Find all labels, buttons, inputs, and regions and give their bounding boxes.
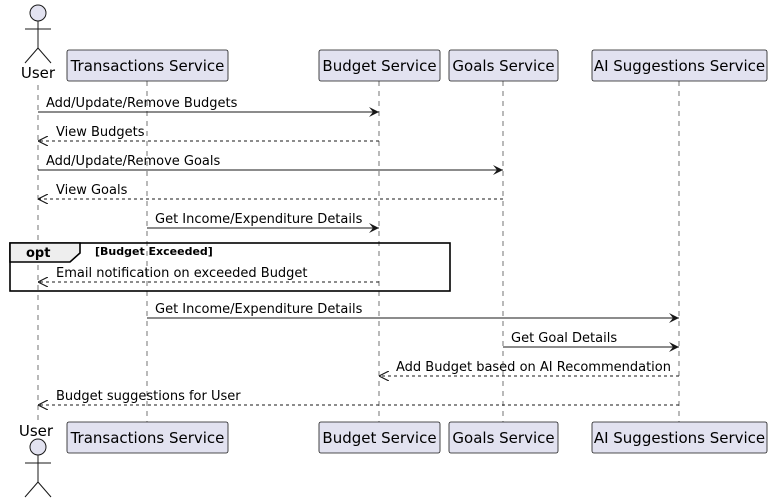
message-label: Add/Update/Remove Goals: [46, 154, 221, 169]
participant-goals-service-bottom: Goals Service: [448, 421, 559, 454]
participant-transactions-service-bottom: Transactions Service: [66, 421, 229, 454]
message-label: Budget suggestions for User: [56, 389, 241, 404]
message-label: Get Income/Expenditure Details: [155, 212, 363, 227]
actor-head: [29, 4, 47, 22]
message-label: Get Goal Details: [511, 331, 617, 346]
participant-label: Budget Service: [322, 429, 436, 447]
participant-goals-service-top: Goals Service: [448, 49, 559, 82]
actor-user-top: User: [21, 4, 56, 82]
message-label: Get Income/Expenditure Details: [155, 302, 363, 317]
actor-user-bottom: User: [19, 422, 54, 498]
message-7: Get Income/Expenditure Details: [147, 302, 679, 323]
message-4: View Goals: [38, 183, 503, 199]
message-2: View Budgets: [38, 125, 379, 141]
participant-budget-service-top: Budget Service: [318, 49, 441, 82]
participant-label: AI Suggestions Service: [594, 429, 765, 447]
opt-keyword: opt: [26, 246, 50, 261]
message-6: Email notification on exceeded Budget: [38, 266, 379, 282]
message-9: Add Budget based on AI Recommendation: [379, 360, 679, 376]
message-label: View Goals: [56, 183, 128, 198]
actor-head: [29, 438, 47, 456]
participant-ai-suggestions-service-bottom: AI Suggestions Service: [591, 421, 768, 454]
message-label: View Budgets: [56, 125, 145, 140]
participant-label: Budget Service: [322, 57, 436, 75]
actor-label: User: [21, 64, 56, 82]
message-5: Get Income/Expenditure Details: [147, 212, 379, 233]
participant-ai-suggestions-service-top: AI Suggestions Service: [591, 49, 768, 82]
opt-fragment: opt [Budget Exceeded]: [9, 242, 451, 292]
participant-label: Transactions Service: [70, 57, 225, 75]
participant-label: Goals Service: [452, 57, 554, 75]
message-1: Add/Update/Remove Budgets: [38, 96, 379, 117]
message-8: Get Goal Details: [503, 331, 679, 352]
opt-condition: [Budget Exceeded]: [95, 245, 213, 258]
message-label: Add Budget based on AI Recommendation: [396, 360, 671, 375]
participant-label: Transactions Service: [70, 429, 225, 447]
participant-budget-service-bottom: Budget Service: [318, 421, 441, 454]
message-label: Email notification on exceeded Budget: [56, 266, 308, 281]
message-label: Add/Update/Remove Budgets: [46, 96, 238, 111]
participant-transactions-service-top: Transactions Service: [66, 49, 229, 82]
participant-label: AI Suggestions Service: [594, 57, 765, 75]
participant-label: Goals Service: [452, 429, 554, 447]
message-3: Add/Update/Remove Goals: [38, 154, 503, 175]
message-10: Budget suggestions for User: [38, 389, 679, 405]
actor-label: User: [19, 422, 54, 440]
